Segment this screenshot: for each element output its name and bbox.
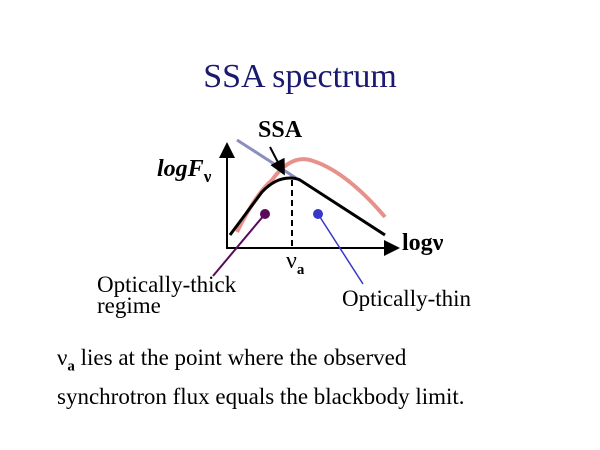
x-axis-label: logν <box>402 230 444 256</box>
nu-a-subscript: a <box>296 261 305 278</box>
asymptote-line <box>236 138 297 180</box>
caption-line2: synchrotron flux equals the blackbody li… <box>57 383 465 409</box>
caption: νa lies at the point where the observed … <box>57 343 465 412</box>
nu-a-label: νa <box>286 248 304 279</box>
caption-line1: νa lies at the point where the observed <box>57 343 465 382</box>
thick-dot <box>260 209 270 219</box>
thick-pointer-line <box>212 213 266 277</box>
thick-label-line1: Optically-thick <box>97 272 237 297</box>
thin-dot <box>313 209 323 219</box>
thin-label: Optically-thin <box>342 286 472 311</box>
caption-symbol-sub: a <box>67 358 75 375</box>
caption-text1: lies at the point where the observed <box>74 345 407 370</box>
y-axis-text: logF <box>157 156 204 182</box>
caption-symbol: ν <box>57 345 68 370</box>
thick-label-line2: regime <box>97 293 161 318</box>
thin-pointer-line <box>317 213 364 285</box>
ssa-label: SSA <box>258 117 303 143</box>
y-axis-label: logFν <box>157 156 211 187</box>
slide-title: SSA spectrum <box>203 58 397 95</box>
ssa-arrow <box>269 146 285 176</box>
ssa-spectrum-curve <box>228 176 386 237</box>
y-axis-subscript: ν <box>203 166 212 186</box>
nu-a-text: ν <box>286 248 297 274</box>
